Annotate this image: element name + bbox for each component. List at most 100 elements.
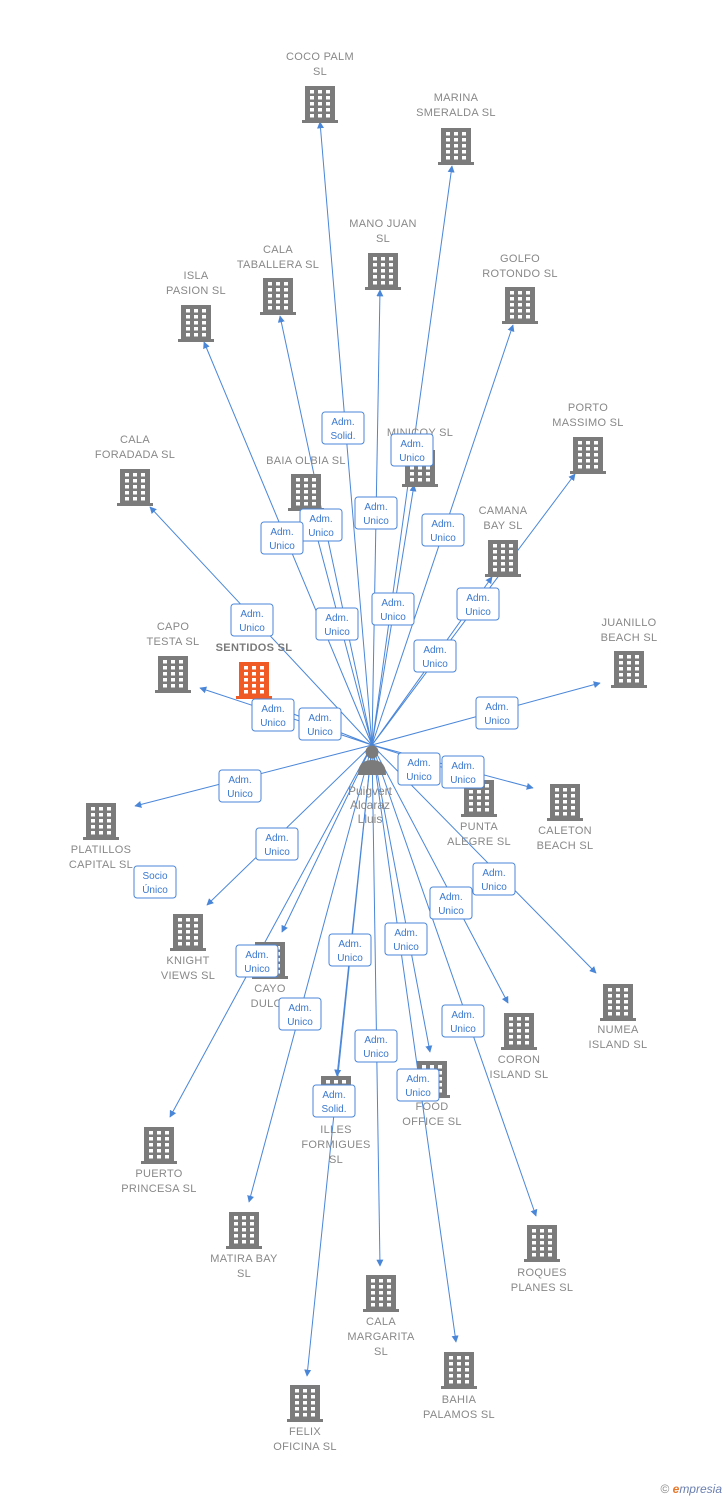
building-window [252,672,256,676]
company-label: PUNTA [460,821,498,833]
company-label: SL [376,233,390,245]
building-window [326,96,330,100]
role-text: Adm. [265,833,288,844]
building-window [163,666,167,670]
role-box [235,944,279,978]
building-window [594,465,598,469]
company-node-numea-island[interactable]: NUMEA ISLAND SLNUMEAISLAND SL [589,984,648,1051]
building-window [493,568,497,572]
building-window [295,1413,299,1417]
role-text: Unico [363,1049,389,1060]
building-window [296,478,300,482]
building-window [389,257,393,261]
building-window [107,813,111,817]
building-window [373,281,377,285]
building-base [363,1309,399,1312]
building-base [117,503,153,506]
role-text: Adm. [439,892,462,903]
building-window [548,1229,552,1233]
company-label: BEACH SL [537,840,594,852]
building-window [426,466,430,470]
building-window [462,144,466,148]
building-window [469,808,473,812]
building-window [179,684,183,688]
building-window [509,1035,513,1039]
building-window [477,808,481,812]
building-window [627,679,631,683]
building-window [318,90,322,94]
person-name-line: Puigvert [348,784,393,798]
building-window [624,1006,628,1010]
building-window [510,297,514,301]
company-label: FORMIGUES [301,1139,370,1151]
building-window [303,1407,307,1411]
role-text: Adm. [288,1003,311,1014]
building-window [387,1291,391,1295]
building-window [149,1137,153,1141]
company-node-dos-sentidos[interactable]: DOS SENTIDOS SLDOSSENTIDOS SL [216,627,293,699]
role-label-porto-massimo: Adm.Unico [456,587,500,621]
building-window [608,1000,612,1004]
building-window [438,1065,442,1069]
building-window [194,924,198,928]
building-window [194,327,198,331]
role-box [251,698,295,732]
building-base [170,948,206,951]
building-window [426,472,430,476]
building-window [379,1279,383,1283]
building-base [501,1047,537,1050]
building-window [510,303,514,307]
building-window [532,1229,536,1233]
building-window [525,1029,529,1033]
building-window [608,988,612,992]
person-icon-head [365,745,379,759]
role-box [312,1084,356,1118]
building-window [268,294,272,298]
building-base [547,818,583,821]
building-window [518,309,522,313]
building-window [268,282,272,286]
building-window [371,1297,375,1301]
building-window [532,1247,536,1251]
building-window [318,102,322,106]
building-window [178,930,182,934]
role-text: Adm. [485,702,508,713]
building-window [318,108,322,112]
company-label: CORON [498,1054,540,1066]
building-window [141,491,145,495]
role-label-cala-taballera: Adm.Unico [299,508,343,542]
building-window [571,788,575,792]
building-window [624,1012,628,1016]
building-window [627,661,631,665]
role-box [328,933,372,967]
building-window [418,466,422,470]
person-icon [358,760,386,775]
building-window [125,491,129,495]
building-window [194,918,198,922]
building-window [179,672,183,676]
